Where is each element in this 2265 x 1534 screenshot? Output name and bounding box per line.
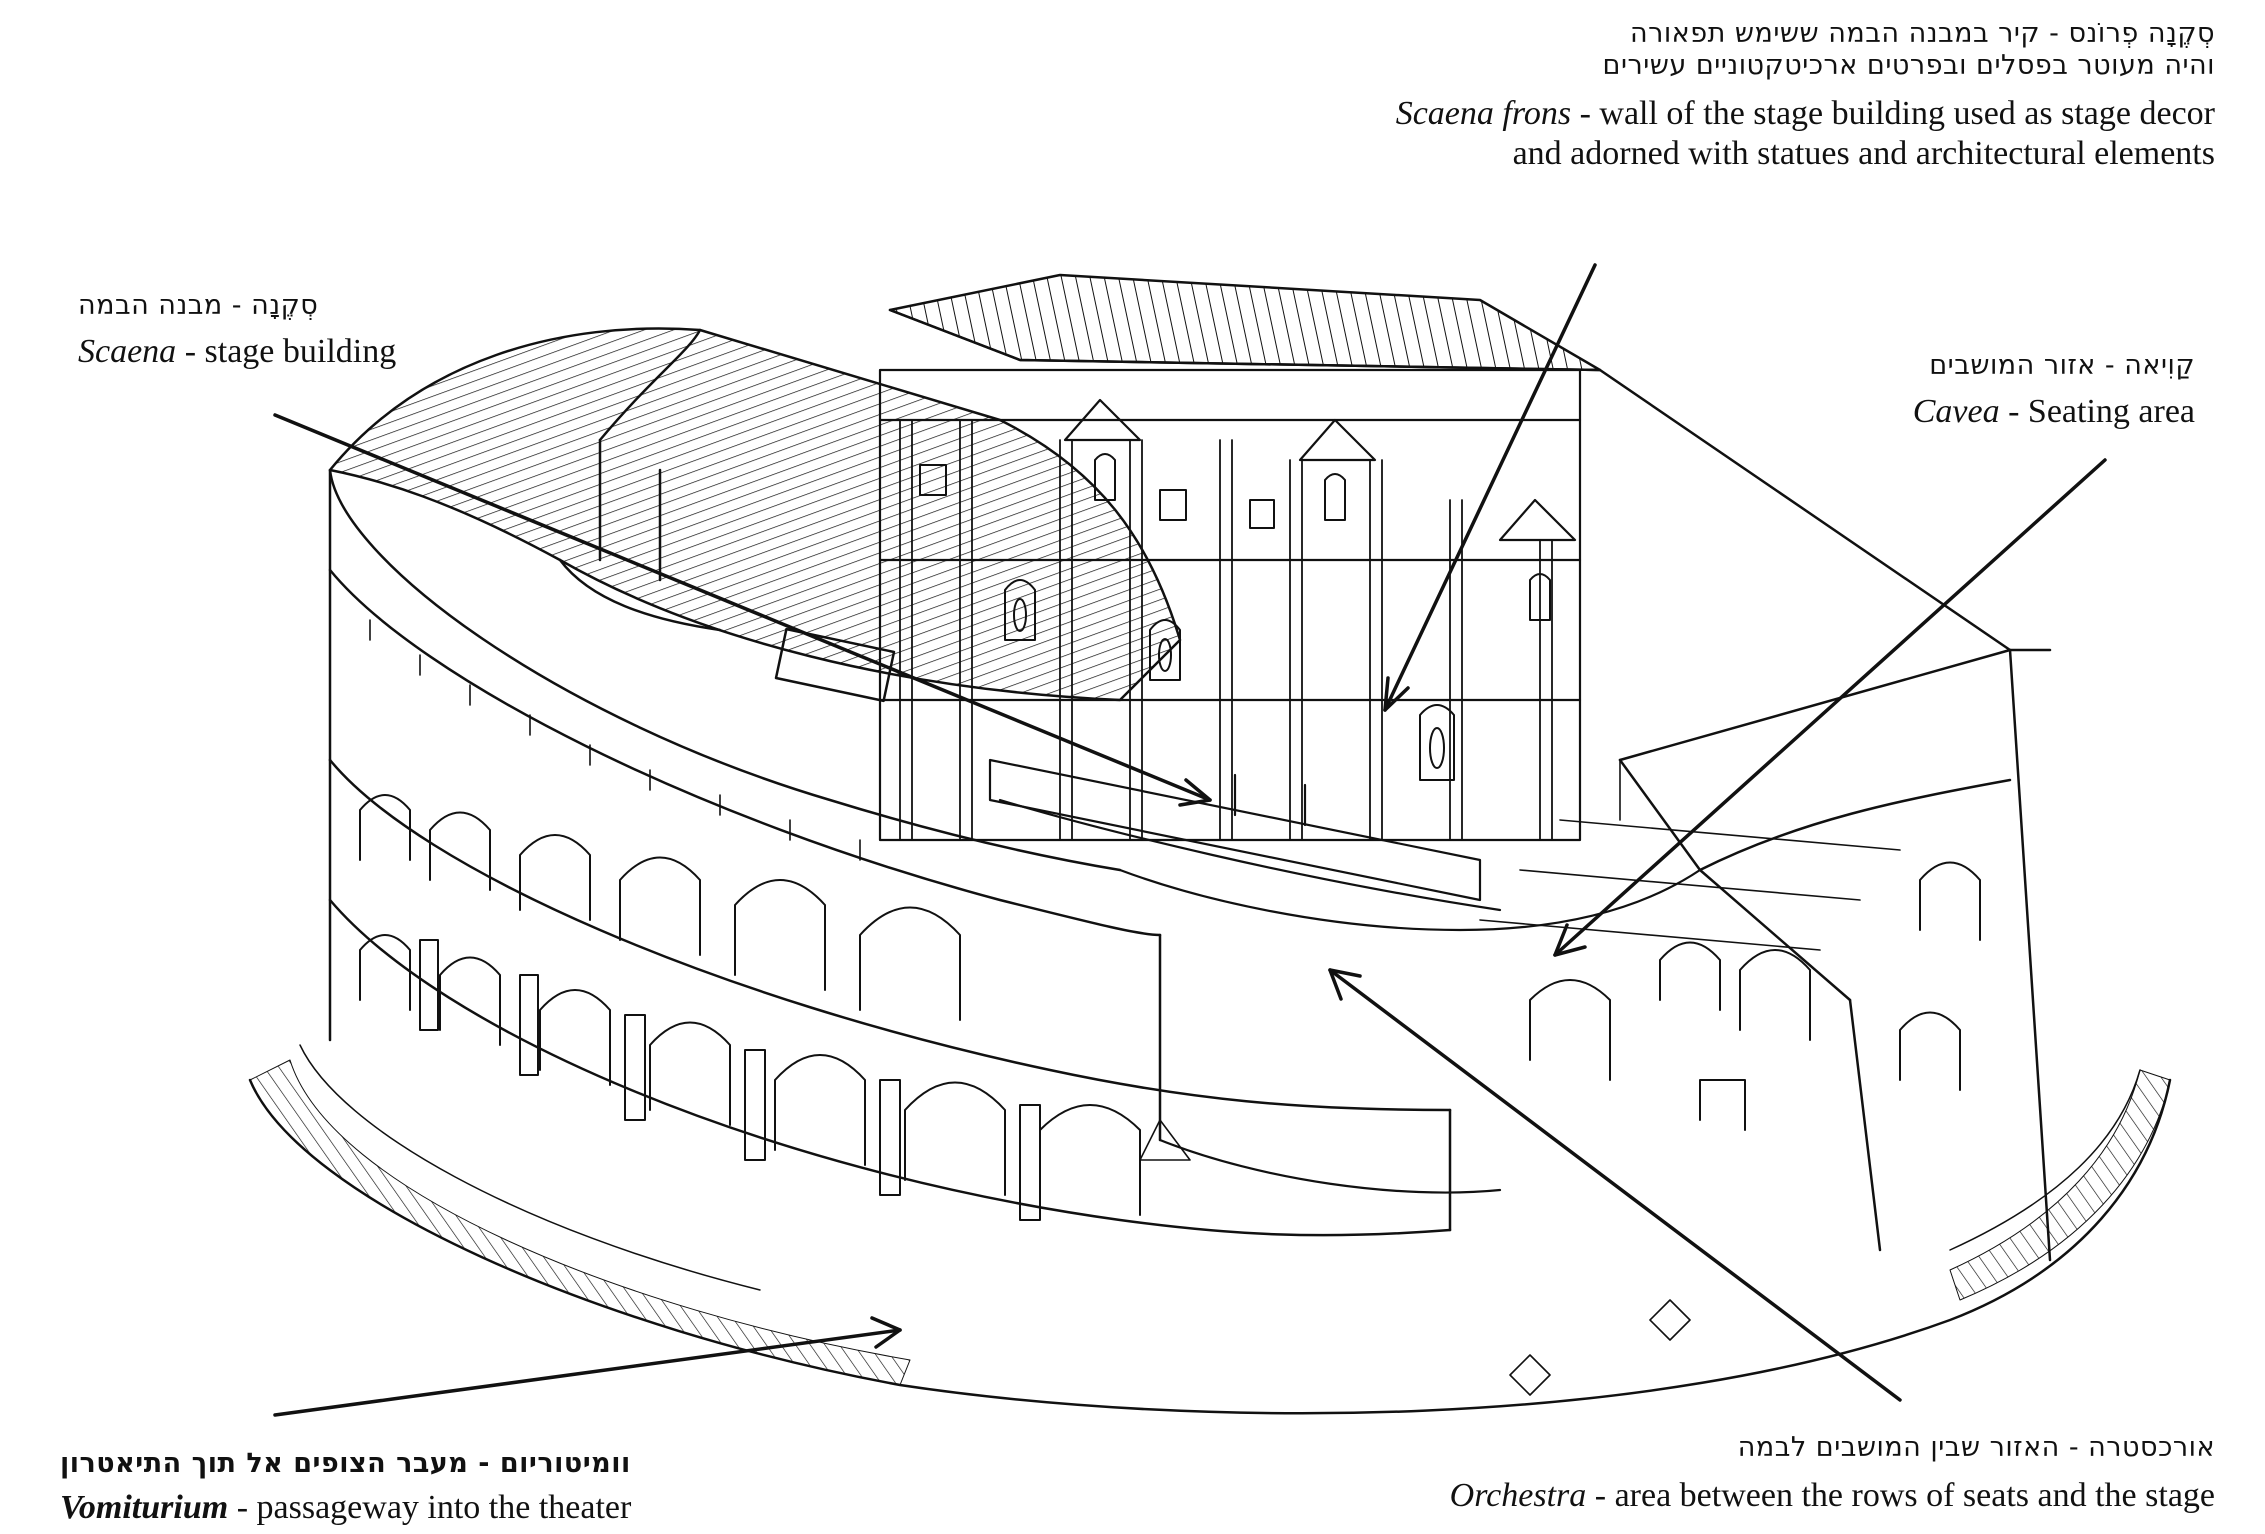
scaena-arrow-line	[273, 413, 1212, 802]
scaena-term: Scaena	[78, 332, 177, 370]
scaena-hebrew: סְקֶנָה - מבנה הבמה	[78, 290, 319, 321]
cavea-label: קַוִיאה - אזור המושבים Cavea - Seating a…	[1913, 350, 2195, 432]
cavea-desc: - Seating area	[1999, 392, 2195, 430]
scaena-desc: - stage building	[176, 332, 397, 370]
vomiturium-term: Vomiturium	[60, 1488, 229, 1526]
scaena-frons-term: Scaena frons	[1395, 94, 1572, 132]
orchestra-floor	[1118, 868, 1702, 1396]
cavea-term: Cavea	[1912, 392, 2000, 430]
cavea-right-wing	[1479, 368, 2052, 1262]
orchestra-term: Orchestra	[1449, 1476, 1587, 1514]
scaena-frons-english-line2: and adorned with statues and architectur…	[1512, 134, 2215, 172]
ground-base	[248, 1044, 2172, 1415]
orchestra-hebrew: אורכסטרה - האזור שבין המושבים לבמה	[1737, 1432, 2215, 1463]
cavea-seating	[328, 327, 1182, 872]
orchestra-arrow-line	[1328, 968, 1902, 1402]
scaena-frons-hebrew-line1: סְקֶנָה פְרוֹנס - קיר במבנה הבמה ששימש ת…	[1629, 18, 2215, 49]
scaena-frons-arrow-line	[1383, 263, 1597, 712]
orchestra-english: Orchestra - area between the rows of sea…	[1450, 1476, 2215, 1516]
scaena-roof	[888, 273, 1602, 372]
orchestra-label: אורכסטרה - האזור שבין המושבים לבמה Orche…	[1450, 1432, 2215, 1516]
stage-floor	[988, 758, 1502, 912]
vomiturium-english: Vomiturium - passageway into the theater	[60, 1488, 631, 1528]
vomiturium-desc: - passageway into the theater	[228, 1488, 632, 1526]
scaena-frons-label: סְקֶנָה פְרוֹנס - קיר במבנה הבמה ששימש ת…	[1396, 18, 2215, 174]
scaena-frons-english-line1: Scaena frons - wall of the stage buildin…	[1396, 94, 2215, 134]
vomiturium-hebrew: וומיטוריום - מעבר הצופים אל תוך התיאטרון	[60, 1448, 631, 1479]
scaena-frons-desc1: - wall of the stage building used as sta…	[1571, 94, 2215, 132]
leader-lines	[273, 263, 2107, 1417]
vomiturium-label: וומיטוריום - מעבר הצופים אל תוך התיאטרון…	[60, 1448, 631, 1528]
outer-arcade-facade	[328, 468, 1452, 1237]
scaena-label: סְקֶנָה - מבנה הבמה Scaena - stage build…	[78, 290, 396, 372]
cavea-arrow-line	[1553, 458, 2107, 957]
scaena-english: Scaena - stage building	[78, 332, 396, 372]
cavea-hebrew: קַוִיאה - אזור המושבים	[1929, 350, 2195, 381]
scaena-frons-hebrew-line2: והיה מעוטר בפסלים ובפרטים ארכיטקטוניים ע…	[1602, 49, 2215, 81]
cavea-english: Cavea - Seating area	[1913, 392, 2195, 432]
orchestra-desc: - area between the rows of seats and the…	[1586, 1476, 2215, 1514]
vomiturium-arrow-line	[273, 1328, 902, 1417]
